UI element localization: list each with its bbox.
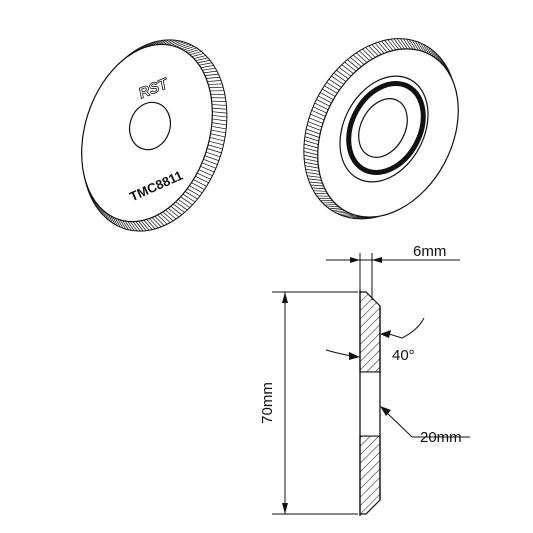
cutter-back-hub-outer (339, 75, 429, 183)
thickness-label: 6mm (413, 243, 446, 260)
cutter-front-bore (128, 101, 172, 151)
bore-leader (383, 409, 470, 438)
diameter-arrow-bottom (282, 503, 288, 514)
thickness-arrow-left (350, 257, 360, 263)
thickness-arrow-right (372, 257, 382, 263)
diameter-arrow-top (282, 292, 288, 303)
cutter-back-view (303, 38, 459, 220)
diameter-label: 70mm (259, 382, 276, 424)
bore-arrow (380, 406, 391, 416)
cutter-back-hub-shadow (346, 81, 426, 175)
section-bore-gap (359, 371, 381, 437)
angle-arc-lower (325, 349, 353, 357)
cross-section-view: 6mm 70mm 40° 20mm (259, 243, 470, 516)
angle-arc-upper (401, 317, 425, 339)
cutter-front-view: RST TMC8811 (81, 39, 228, 232)
angle-arrow-upper (380, 330, 391, 338)
cutter-back-bore (358, 98, 408, 158)
angle-arrow-lower (349, 352, 360, 360)
bore-label: 20mm (420, 429, 462, 446)
angle-label: 40° (392, 347, 415, 364)
section-upper-hatched (359, 291, 381, 373)
section-lower-hatched (359, 435, 381, 515)
angle-leader-upper (388, 333, 403, 339)
